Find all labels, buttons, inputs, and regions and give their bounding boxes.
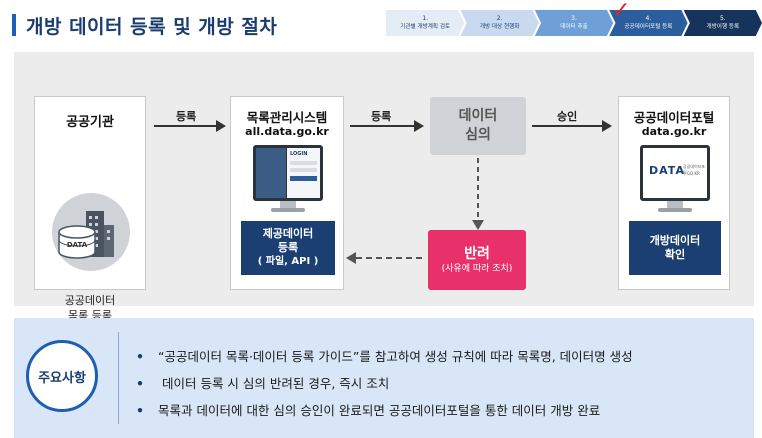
catalog-url: all.data.go.kr <box>245 125 329 138</box>
checkmark-icon: ✓ <box>612 0 631 23</box>
data-portal-box: 공공데이터포털 data.go.kr DATA 공공데이터포털 GO.KR 개방… <box>618 96 730 290</box>
portal-screen-text: 공공데이터포털 <box>683 164 706 175</box>
monitor-icon: DATA 공공데이터포털 GO.KR <box>640 145 710 201</box>
key-notes-label: 주요사항 <box>26 340 98 412</box>
step-4-current: 4. 공공데이터포털 등록 <box>609 10 688 36</box>
arrow-label-register-1: 등록 <box>176 110 197 123</box>
list-item: • 목록과 데이터에 대한 심의 승인이 완료되면 공공데이터포털을 통한 데이터… <box>136 402 633 429</box>
step-3: 3. 데이터 추출 <box>534 10 614 36</box>
monitor-stand <box>667 201 683 209</box>
provide-data-line: 제공데이터 <box>262 227 314 240</box>
login-field <box>290 168 317 172</box>
page-title-bar: 개방 데이터 등록 및 개방 절차 <box>12 12 277 38</box>
dashed-arrow-down-icon <box>472 158 484 230</box>
step-label: 공공데이터포털 등록 <box>624 24 673 30</box>
title-accent-bar <box>12 14 16 36</box>
agency-title: 공공기관 <box>66 115 114 130</box>
bullet-icon: • <box>136 376 144 391</box>
open-data-line: 확인 <box>664 248 686 261</box>
review-line: 데이터 <box>458 108 498 124</box>
step-number: 4. <box>645 15 652 22</box>
screen-image <box>256 148 286 198</box>
step-1: 1. 기관별 개방계획 검토 <box>386 10 465 36</box>
portal-screen: DATA 공공데이터포털 GO.KR <box>643 148 707 198</box>
process-steps: 1. 기관별 개방계획 검토 2. 개방 대상 현행화 3. 데이터 추출 4.… <box>386 10 762 36</box>
monitor-icon: LOGIN <box>253 145 323 201</box>
step-number: 5. <box>719 15 726 22</box>
login-button <box>290 176 317 181</box>
arrow-label-approve: 승인 <box>557 110 578 123</box>
page-title: 개방 데이터 등록 및 개방 절차 <box>26 15 278 38</box>
agency-bottom-line: 공공데이터 <box>64 294 116 307</box>
login-brand: LOGIN <box>290 151 308 157</box>
arrow-label-register-2: 등록 <box>371 110 392 123</box>
key-notes-section: 주요사항 • “공공데이터 목록·데이터 등록 가이드”를 참고하여 생성 규칙에… <box>14 318 754 438</box>
step-number: 2. <box>496 15 503 22</box>
step-number: 3. <box>571 15 577 22</box>
arrow-right-icon <box>154 120 226 132</box>
step-2: 2. 개방 대상 현행화 <box>460 10 539 36</box>
arrow-right-icon <box>350 120 424 132</box>
provide-data-register-box: 제공데이터 등록 ( 파일, API ) <box>241 221 335 275</box>
provide-data-line: 등록 <box>277 241 299 254</box>
step-label: 기관별 개방계획 검토 <box>400 24 451 30</box>
dashed-arrow-left-icon <box>346 252 426 264</box>
review-line: 심의 <box>465 127 491 143</box>
list-item: • 데이터 등록 시 심의 반려된 경우, 즉시 조치 <box>136 375 633 402</box>
login-panel: LOGIN <box>287 148 320 198</box>
database-label: DATA <box>66 241 88 249</box>
agency-box: 공공기관 DATA 공공데이터 목록 등록 <box>34 96 146 322</box>
bullet-icon: • <box>136 403 144 418</box>
notes-divider <box>118 332 119 424</box>
portal-screen-url: GO.KR <box>687 171 700 176</box>
reject-box: 반려 (사유에 따라 조치) <box>428 230 526 290</box>
monitor-base <box>658 208 692 212</box>
catalog-title: 목록관리시스템 <box>246 110 328 125</box>
open-data-check-box: 개방데이터 확인 <box>629 221 721 275</box>
catalog-system-box: 목록관리시스템 all.data.go.kr LOGIN 제공데이터 등록 ( … <box>230 96 344 290</box>
flow-panel: 공공기관 DATA 공공데이터 목록 등록 <box>14 52 754 322</box>
open-data-line: 개방데이터 <box>649 234 701 247</box>
note-text: 목록과 데이터에 대한 심의 승인이 완료되면 공공데이터포털을 통한 데이터 … <box>158 403 601 418</box>
portal-title: 공공데이터포털 <box>633 110 715 125</box>
database-icon <box>58 225 96 259</box>
portal-url: data.go.kr <box>641 125 707 138</box>
monitor-base <box>271 208 305 212</box>
arrow-right-icon <box>532 120 612 132</box>
monitor-stand <box>280 201 296 209</box>
step-number: 1. <box>422 15 429 22</box>
bullet-icon: • <box>136 349 144 364</box>
note-text: 데이터 등록 시 심의 반려된 경우, 즉시 조치 <box>158 376 390 391</box>
step-5: 5. 개방이행 등록 <box>683 10 762 36</box>
step-label: 데이터 추출 <box>560 24 588 30</box>
notes-list: • “공공데이터 목록·데이터 등록 가이드”를 참고하여 생성 규칙에 따라 목… <box>136 348 633 429</box>
login-field <box>290 161 317 165</box>
data-review-box: 데이터 심의 <box>430 97 526 155</box>
step-label: 개방이행 등록 <box>706 24 740 30</box>
list-item: • “공공데이터 목록·데이터 등록 가이드”를 참고하여 생성 규칙에 따라 목… <box>136 348 633 375</box>
provide-data-line: ( 파일, API ) <box>257 256 319 267</box>
reject-detail: (사유에 따라 조치) <box>441 263 513 274</box>
portal-screen-logo: DATA <box>649 164 685 177</box>
step-label: 개방 대상 현행화 <box>479 24 520 30</box>
note-text: “공공데이터 목록·데이터 등록 가이드”를 참고하여 생성 규칙에 따라 목록… <box>158 349 633 364</box>
reject-title: 반려 <box>464 245 490 262</box>
